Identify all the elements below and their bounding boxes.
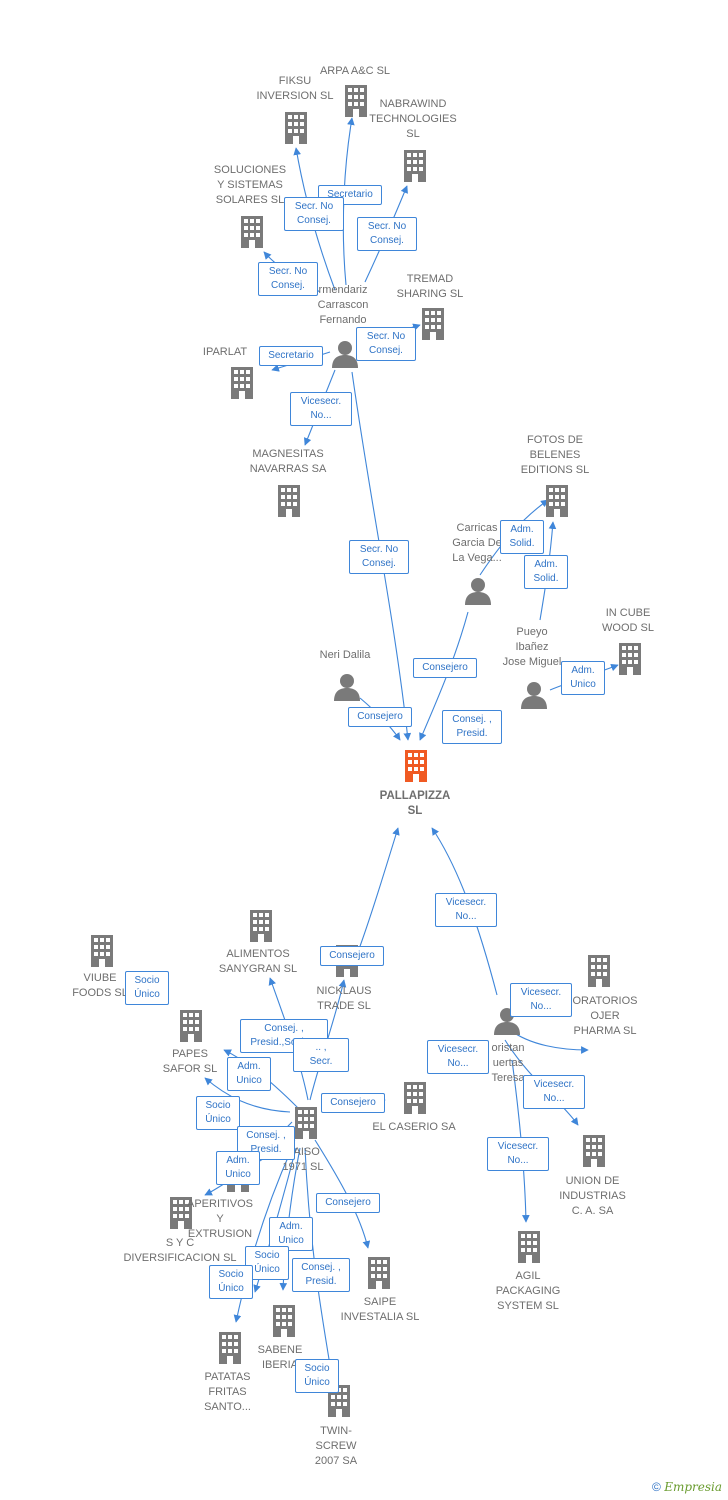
node-label-patatas[interactable]: PATATAS FRITAS SANTO... — [204, 1371, 251, 1413]
node-label-main[interactable]: PALLAPIZZA SL — [379, 790, 451, 817]
role-label[interactable]: Socio Único — [125, 971, 169, 1005]
building-icon — [278, 485, 300, 517]
main-company-icon — [405, 750, 427, 782]
node-label-sabene[interactable]: SABENE IBERIA — [257, 1344, 303, 1371]
node-label-elcaserio[interactable]: EL CASERIO SA — [372, 1121, 456, 1133]
person-icon — [465, 578, 491, 605]
node-label-carricas[interactable]: Carricas Garcia De La Vega... — [452, 522, 502, 564]
node-label-pueyo[interactable]: Pueyo Ibañez Jose Miguel — [502, 626, 562, 668]
role-label[interactable]: Consej. , Presid. — [442, 710, 502, 744]
building-icon — [295, 1107, 317, 1139]
node-label-soluciones[interactable]: SOLUCIONES Y SISTEMAS SOLARES SL — [213, 164, 287, 206]
node-label-agil[interactable]: AGIL PACKAGING SYSTEM SL — [495, 1270, 561, 1312]
role-label[interactable]: Adm. Unico — [216, 1151, 260, 1185]
building-icon — [250, 910, 272, 942]
role-label[interactable]: Vicesecr. No... — [510, 983, 572, 1017]
building-icon — [180, 1010, 202, 1042]
building-icon — [546, 485, 568, 517]
node-label-saipe[interactable]: SAIPE INVESTALIA SL — [340, 1296, 420, 1323]
role-label[interactable]: Vicesecr. No... — [435, 893, 497, 927]
role-label[interactable]: Consejero — [316, 1193, 380, 1213]
building-icon — [404, 150, 426, 182]
building-icon — [588, 955, 610, 987]
building-icon — [404, 1082, 426, 1114]
building-icon — [583, 1135, 605, 1167]
role-label[interactable]: Secr. No Consej. — [349, 540, 409, 574]
role-label[interactable]: Consejero — [321, 1093, 385, 1113]
role-label[interactable]: Vicesecr. No... — [487, 1137, 549, 1171]
edge — [419, 611, 469, 741]
role-label[interactable]: Consej. , Presid. — [292, 1258, 350, 1292]
role-label[interactable]: Secr. No Consej. — [258, 262, 318, 296]
role-label[interactable]: Secr. No Consej. — [284, 197, 344, 231]
node-label-syc[interactable]: S Y C DIVERSIFICACION SL — [123, 1237, 237, 1264]
node-label-iparlat[interactable]: IPARLAT — [202, 346, 248, 358]
node-label-neri[interactable]: Neri Dalila — [319, 649, 371, 661]
node-label-nicklaus[interactable]: NICKLAUS TRADE SL — [316, 985, 372, 1012]
role-label[interactable]: Vicesecr. No... — [427, 1040, 489, 1074]
role-label[interactable]: Adm. Unico — [227, 1057, 271, 1091]
footer-brand: © Empresia — [652, 1480, 722, 1494]
node-label-fotos[interactable]: FOTOS DE BELENES EDITIONS SL — [520, 434, 590, 476]
role-label[interactable]: .. , Secr. — [293, 1038, 349, 1072]
role-label[interactable]: Socio Único — [196, 1096, 240, 1130]
role-label[interactable]: Secr. No Consej. — [357, 217, 417, 251]
node-label-twinscrew[interactable]: TWIN- SCREW 2007 SA — [314, 1425, 358, 1467]
role-label[interactable]: Socio Único — [209, 1265, 253, 1299]
node-label-arpa[interactable]: ARPA A&C SL — [319, 65, 391, 77]
role-label[interactable]: Adm. Solid. — [500, 520, 544, 554]
role-label[interactable]: Secr. No Consej. — [356, 327, 416, 361]
role-label[interactable]: Secretario — [259, 346, 323, 366]
edge — [204, 1077, 291, 1113]
node-label-laboratorios[interactable]: ORATORIOS OJER PHARMA SL — [572, 995, 638, 1037]
person-icon — [521, 682, 547, 709]
copyright-symbol: © — [652, 1480, 661, 1494]
building-icon — [273, 1305, 295, 1337]
node-label-viube[interactable]: VIUBE FOODS SL — [72, 972, 128, 999]
building-icon — [619, 643, 641, 675]
edge — [354, 827, 400, 961]
node-label-papes[interactable]: PAPES SAFOR SL — [162, 1048, 218, 1075]
node-label-armendariz[interactable]: rmendariz Carrascon Fernando — [317, 284, 369, 326]
node-label-union[interactable]: UNION DE INDUSTRIAS C. A. SA — [559, 1175, 626, 1217]
person-icon — [332, 341, 358, 368]
role-label[interactable]: Vicesecr. No... — [290, 392, 352, 426]
node-label-incube[interactable]: IN CUBE WOOD SL — [602, 607, 654, 634]
building-icon — [518, 1231, 540, 1263]
person-icon — [334, 674, 360, 701]
node-label-alimentos[interactable]: ALIMENTOS SANYGRAN SL — [218, 948, 298, 975]
role-label[interactable]: Vicesecr. No... — [523, 1075, 585, 1109]
role-label[interactable]: Adm. Solid. — [524, 555, 568, 589]
building-icon — [91, 935, 113, 967]
building-icon — [368, 1257, 390, 1289]
building-icon — [219, 1332, 241, 1364]
role-label[interactable]: Socio Único — [295, 1359, 339, 1393]
brand-logo-text: Empresia — [664, 1480, 722, 1494]
building-icon — [285, 112, 307, 144]
role-label[interactable]: Consejero — [413, 658, 477, 678]
node-label-nabrawind[interactable]: NABRAWIND TECHNOLOGIES SL — [369, 98, 457, 140]
node-label-moristan[interactable]: oristan uertas Teresa — [491, 1042, 525, 1084]
node-label-magnesitas[interactable]: MAGNESITAS NAVARRAS SA — [249, 448, 327, 475]
role-label[interactable]: Adm. Unico — [561, 661, 605, 695]
node-label-aperitivos[interactable]: APERITIVOS Y EXTRUSION — [186, 1198, 254, 1240]
building-icon — [231, 367, 253, 399]
building-icon — [422, 308, 444, 340]
role-label[interactable]: Consejero — [348, 707, 412, 727]
role-label[interactable]: Consejero — [320, 946, 384, 966]
node-label-tremad[interactable]: TREMAD SHARING SL — [396, 273, 464, 300]
node-label-fiksu[interactable]: FIKSU INVERSION SL — [256, 75, 334, 102]
building-icon — [241, 216, 263, 248]
role-label[interactable]: Adm. Unico — [269, 1217, 313, 1251]
